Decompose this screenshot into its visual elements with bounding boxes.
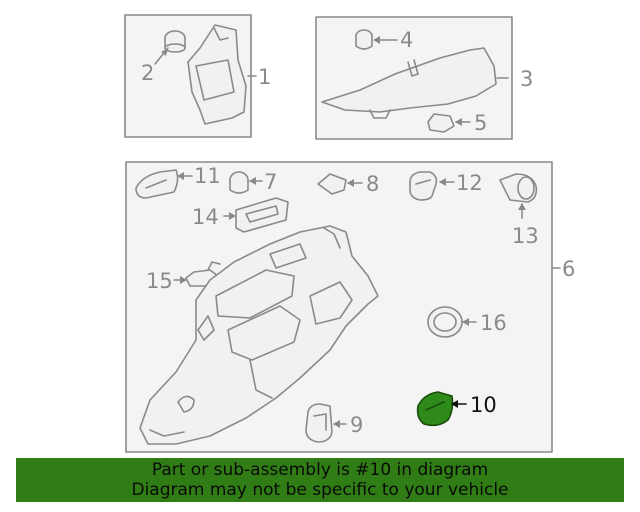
callout-2: 2 bbox=[141, 61, 154, 85]
part-16-ring[interactable] bbox=[427, 306, 463, 338]
callout-3: 3 bbox=[520, 67, 533, 91]
arrow-7 bbox=[249, 177, 256, 185]
part-14-handle[interactable] bbox=[235, 197, 289, 233]
arrow-16 bbox=[462, 318, 469, 326]
callout-4: 4 bbox=[400, 28, 413, 52]
callout-7: 7 bbox=[264, 170, 277, 194]
callout-12: 12 bbox=[456, 171, 483, 195]
part-7-clip[interactable] bbox=[229, 171, 249, 194]
callout-13: 13 bbox=[512, 224, 539, 248]
arrow-15 bbox=[180, 276, 187, 284]
callout-10: 10 bbox=[470, 393, 497, 417]
part-10-highlighted[interactable] bbox=[416, 391, 454, 427]
part-12-bezel[interactable] bbox=[409, 171, 438, 201]
arrow-9 bbox=[333, 420, 340, 428]
callout-16: 16 bbox=[480, 311, 507, 335]
part-3-trim[interactable] bbox=[321, 47, 497, 113]
arrow-13 bbox=[518, 203, 526, 210]
arrow-14 bbox=[229, 212, 236, 220]
part-4-clip[interactable] bbox=[355, 29, 373, 50]
callout-9: 9 bbox=[350, 413, 363, 437]
callout-1: 1 bbox=[258, 65, 271, 89]
arrow-12 bbox=[439, 178, 446, 186]
callout-8: 8 bbox=[366, 172, 379, 196]
callout-14: 14 bbox=[192, 205, 219, 229]
part-9-cover[interactable] bbox=[305, 403, 333, 443]
arrow-8 bbox=[347, 179, 354, 187]
quarter-trim-panel[interactable] bbox=[139, 225, 379, 445]
arrow-4 bbox=[373, 36, 380, 44]
callout-5: 5 bbox=[474, 111, 487, 135]
part-2-clip[interactable] bbox=[164, 30, 186, 53]
callout-6: 6 bbox=[562, 257, 575, 281]
part-5-clip[interactable] bbox=[427, 113, 455, 133]
arrow-2 bbox=[161, 48, 168, 56]
arrow-11 bbox=[177, 172, 184, 180]
banner-line-1: Part or sub-assembly is #10 in diagram bbox=[151, 460, 489, 480]
banner-line-2: Diagram may not be specific to your vehi… bbox=[131, 480, 509, 500]
arrow-5 bbox=[455, 118, 462, 126]
callout-11: 11 bbox=[194, 164, 221, 188]
callout-15: 15 bbox=[146, 269, 173, 293]
part-1-panel[interactable] bbox=[187, 24, 247, 125]
info-banner: Part or sub-assembly is #10 in diagram D… bbox=[16, 458, 624, 502]
part-8-clip[interactable] bbox=[317, 173, 347, 195]
arrow-10 bbox=[451, 400, 458, 408]
part-13-socket[interactable] bbox=[499, 173, 538, 203]
